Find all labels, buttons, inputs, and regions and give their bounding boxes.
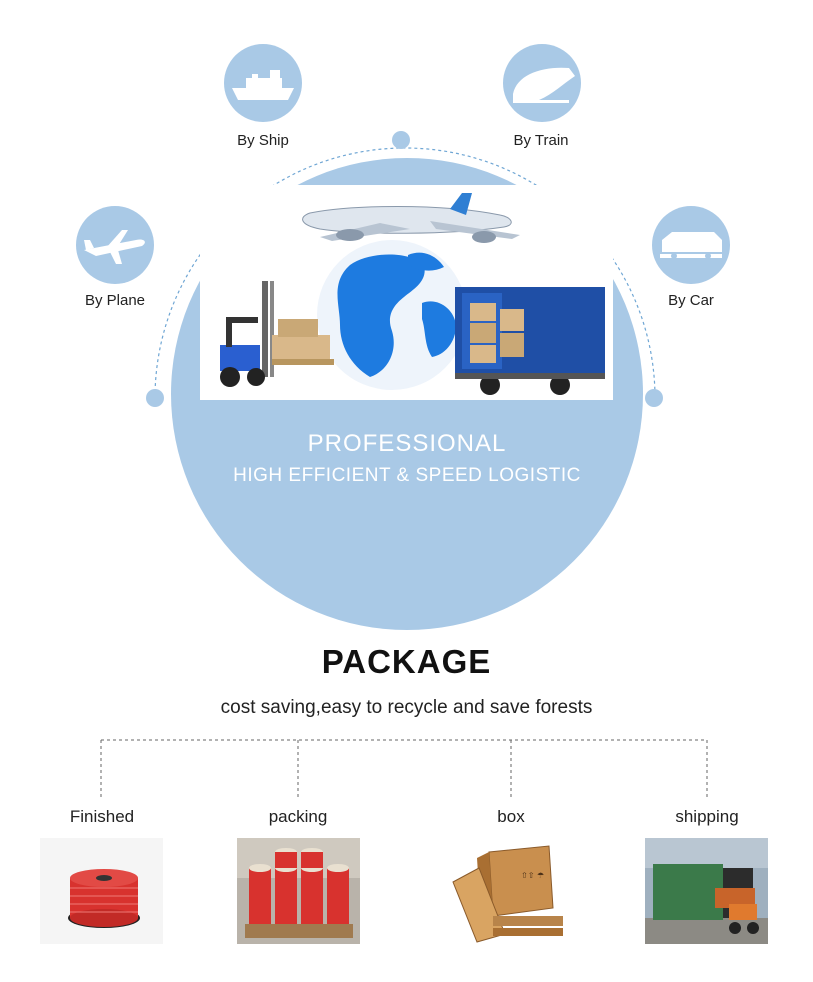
package-title: PACKAGE [321, 643, 492, 680]
svg-text:⇧⇧ ☂: ⇧⇧ ☂ [521, 871, 544, 880]
logistics-headline: PROFESSIONAL [307, 430, 507, 457]
globe-graphic [317, 240, 467, 390]
mode-label-ship: By Ship [237, 132, 289, 149]
packed-reels-photo [237, 838, 360, 944]
step-label-packing: packing [268, 807, 328, 826]
cable-reel-photo [40, 838, 163, 944]
step-label-finished: Finished [69, 807, 135, 826]
truck-graphic [455, 287, 605, 395]
wooden-box-photo: ⇧⇧ ☂ [449, 838, 572, 944]
arc-dot-right [645, 389, 663, 407]
package-subtitle: cost saving,easy to recycle and save for… [220, 697, 593, 718]
ship-icon [224, 44, 302, 122]
arc-dot-top [392, 131, 410, 149]
airplane-graphic [302, 193, 520, 243]
train-icon [503, 44, 581, 122]
logistics-hero-image [200, 185, 613, 400]
step-label-box: box [497, 807, 525, 826]
plane-icon [76, 206, 154, 284]
car-icon [652, 206, 730, 284]
container-loading-photo [645, 838, 768, 944]
forklift-graphic [220, 281, 334, 387]
mode-label-train: By Train [513, 132, 569, 149]
arc-dot-left [146, 389, 164, 407]
mode-label-car: By Car [668, 292, 714, 309]
mode-label-plane: By Plane [84, 292, 146, 309]
logistics-subheadline: HIGH EFFICIENT & SPEED LOGISTIC [233, 465, 581, 486]
step-label-shipping: shipping [675, 807, 739, 826]
